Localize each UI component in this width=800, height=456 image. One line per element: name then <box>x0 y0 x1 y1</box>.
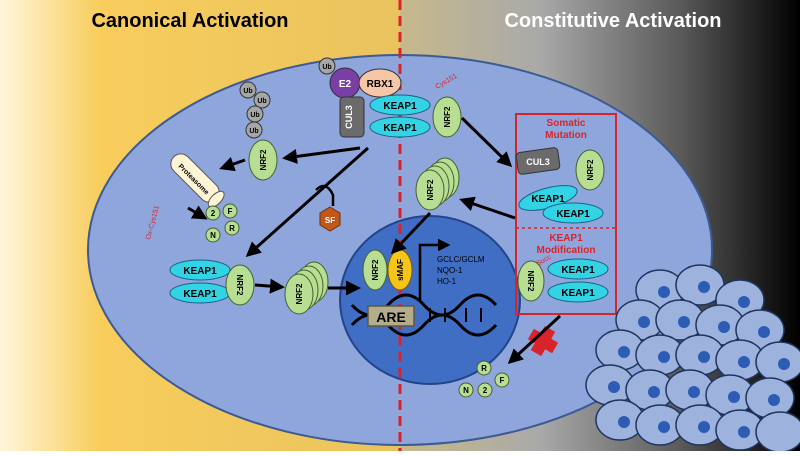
nrf2-fragments-right: R F N 2 <box>458 360 510 398</box>
arrow-complex-to-keap1-ox <box>245 146 369 257</box>
arrow-complex-to-box <box>460 116 513 168</box>
svg-text:Ub: Ub <box>322 64 331 71</box>
svg-text:E2: E2 <box>339 79 352 90</box>
cul3-mutant <box>515 147 561 175</box>
arrow-box-to-nrf2-right <box>459 196 516 220</box>
svg-text:NQO-1: NQO-1 <box>437 266 463 275</box>
arrow-proteasome-to-fragments <box>187 205 208 220</box>
arrow-nrf2-right-to-nucleus <box>390 211 432 255</box>
svg-text:N: N <box>210 231 216 240</box>
canonical-activation-title: Canonical Activation <box>91 10 288 32</box>
svg-text:GCLC/GCLM: GCLC/GCLM <box>437 255 485 264</box>
svg-text:SF: SF <box>325 216 335 225</box>
svg-text:sMAF: sMAF <box>396 259 405 281</box>
svg-text:NRF2: NRF2 <box>586 159 595 180</box>
svg-text:NRF2: NRF2 <box>235 275 244 296</box>
arrow-keap1-ox-to-nrf2 <box>254 278 285 294</box>
svg-text:KEAP1: KEAP1 <box>183 266 217 277</box>
svg-text:R: R <box>481 364 487 373</box>
rbx1-protein <box>358 68 402 98</box>
constitutive-activation-title: Constitutive Activation <box>504 10 721 32</box>
keap1-top-2 <box>369 116 431 138</box>
svg-text:NRF2: NRF2 <box>443 106 452 127</box>
svg-text:KEAP1: KEAP1 <box>561 265 595 276</box>
svg-text:2: 2 <box>211 209 216 218</box>
svg-text:NRF2: NRF2 <box>295 283 304 304</box>
arrow-ub-nrf2-to-proteasome <box>219 156 246 172</box>
svg-text:R: R <box>229 224 235 233</box>
keap1-top-1 <box>369 94 431 116</box>
nrf2-accumulation-right: NRF2 <box>415 157 460 211</box>
tumor-cells <box>585 264 800 453</box>
cul3-protein <box>339 96 365 138</box>
svg-text:CUL3: CUL3 <box>526 157 550 167</box>
svg-text:RBX1: RBX1 <box>367 79 394 90</box>
blocked-degradation-cross <box>527 325 559 357</box>
svg-text:KEAP1: KEAP1 <box>383 123 417 134</box>
svg-text:NRF2: NRF2 <box>259 149 268 170</box>
svg-text:KEAP1: KEAP1 <box>561 288 595 299</box>
svg-text:F: F <box>500 376 505 385</box>
nrf2-accumulation-left: NRF2 <box>284 261 329 315</box>
keap1-modification-label: KEAP1 <box>549 233 583 244</box>
svg-text:NRF2: NRF2 <box>526 271 535 292</box>
keap1-oxidized-complex: Ox-Cys151 KEAP1 KEAP1 NRF2 <box>145 205 255 306</box>
svg-text:Ub: Ub <box>249 128 258 135</box>
svg-text:KEAP1: KEAP1 <box>183 289 217 300</box>
sf-inhibition-curve <box>315 184 335 206</box>
transcription-complex: NRF2 sMAF ARE GCLC/GCLM NQO-1 HO-1 <box>350 238 498 337</box>
svg-text:CUL3: CUL3 <box>344 105 354 129</box>
nrf2-top <box>432 96 462 138</box>
svg-text:Modification: Modification <box>537 245 596 256</box>
svg-text:NRF2: NRF2 <box>426 179 435 200</box>
pathway-arrows <box>187 116 562 365</box>
svg-text:KEAP1: KEAP1 <box>383 101 417 112</box>
svg-text:2: 2 <box>483 386 488 395</box>
somatic-mutation-label: Somatic <box>547 118 586 129</box>
svg-text:F: F <box>228 207 233 216</box>
arrow-box-to-fragments <box>507 314 562 365</box>
svg-text:Ub: Ub <box>250 112 259 119</box>
ub-top <box>318 57 336 75</box>
nrf2-fragments-left: 2 F N R <box>205 203 240 243</box>
svg-text:Ub: Ub <box>243 88 252 95</box>
svg-text:Mutation: Mutation <box>545 130 587 141</box>
ubiquitinated-nrf2: Ub Ub Ub Ub NRF2 <box>239 81 278 181</box>
svg-text:Ub: Ub <box>257 98 266 105</box>
nrf2-nuclear <box>362 249 388 291</box>
arrow-complex-to-ub-nrf2 <box>282 146 361 164</box>
e3-ligase-complex: Ub E2 RBX1 CUL3 KEAP1 KEAP1 NRF2 Cys151 <box>318 57 462 138</box>
svg-text:KEAP1: KEAP1 <box>556 209 590 220</box>
svg-text:NRF2: NRF2 <box>371 259 380 280</box>
are-element <box>367 305 415 327</box>
sf-electrophile: SF <box>319 206 341 232</box>
svg-text:ARE: ARE <box>376 309 406 325</box>
svg-text:HO-1: HO-1 <box>437 277 457 286</box>
constitutive-box: Somatic Mutation CUL3 NRF2 KEAP1 KEAP1 K… <box>515 113 617 315</box>
svg-text:KEAP1: KEAP1 <box>531 194 565 205</box>
svg-text:N: N <box>463 386 469 395</box>
nrf2-ubiquitinated <box>248 139 278 181</box>
